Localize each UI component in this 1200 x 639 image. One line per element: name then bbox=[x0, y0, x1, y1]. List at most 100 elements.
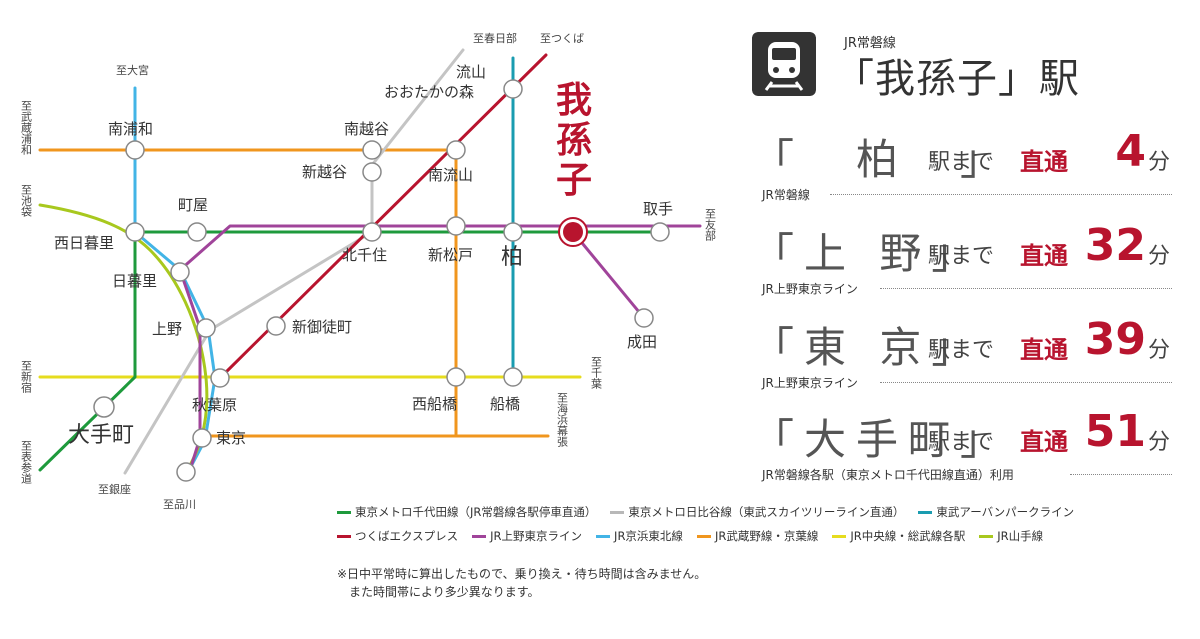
station-marker-toride bbox=[650, 222, 670, 242]
line-name: JR常磐線 bbox=[844, 36, 896, 51]
station-marker-shinkoshigaya bbox=[362, 162, 382, 182]
route-unit: 分 bbox=[1148, 150, 1171, 175]
route-to: 駅まで bbox=[928, 338, 995, 363]
route-divider bbox=[1070, 474, 1172, 475]
dest-kasukabe: 至春日部 bbox=[473, 31, 517, 45]
label-narita: 成田 bbox=[627, 333, 657, 351]
station-marker-narita bbox=[634, 308, 654, 328]
footnote-line: また時間帯により多少異なります。 bbox=[337, 585, 540, 599]
route-direct: 直通 bbox=[1020, 428, 1068, 456]
label-toride: 取手 bbox=[643, 200, 673, 218]
route-otemachi: 「大手町」 駅まで 直通 51 分 JR常磐線各駅（東京メトロ千代田線直通）利用 bbox=[752, 406, 1172, 492]
station-marker-nishifunabashi bbox=[446, 367, 466, 387]
station-marker-otemachi bbox=[93, 396, 115, 418]
dest-ginza: 至銀座 bbox=[98, 482, 131, 496]
label-shinmatsudo: 新松戸 bbox=[428, 246, 473, 264]
legend-swatch bbox=[337, 534, 351, 538]
label-shinkoshigaya: 新越谷 bbox=[302, 163, 347, 181]
dest-tomobe: 至友部 bbox=[704, 208, 717, 241]
legend-swatch bbox=[472, 534, 487, 538]
line-legend: 東京メトロ千代田線（JR常磐線各駅停車直通） 東京メトロ日比谷線（東武スカイツリ… bbox=[337, 500, 1197, 548]
label-nagareyama-1: 流山 bbox=[456, 63, 486, 81]
legend-swatch bbox=[979, 534, 994, 538]
route-kashiwa: 「 柏 」 駅まで 直通 4 分 JR常磐線 bbox=[752, 126, 1172, 212]
dest-shinagawa: 至品川 bbox=[163, 498, 196, 511]
route-direct: 直通 bbox=[1020, 242, 1068, 270]
route-unit: 分 bbox=[1148, 244, 1171, 269]
station-marker-minamiurawa bbox=[125, 140, 145, 160]
legend-label: 東京メトロ日比谷線（東武スカイツリーライン直通） bbox=[628, 505, 905, 519]
abiko-label-1: 我 bbox=[556, 79, 592, 121]
route-minutes: 32 bbox=[1084, 220, 1146, 271]
station-marker-abiko-inner bbox=[563, 222, 583, 242]
station-marker-nippori bbox=[170, 262, 190, 282]
legend-item-keihin: JR京浜東北線 bbox=[596, 528, 683, 544]
legend-label: JR京浜東北線 bbox=[614, 529, 683, 543]
route-destination: 「上 野」 bbox=[752, 229, 984, 278]
route-to: 駅まで bbox=[928, 430, 995, 455]
label-tokyo: 東京 bbox=[216, 429, 246, 447]
route-to: 駅まで bbox=[928, 150, 995, 175]
route-unit: 分 bbox=[1148, 338, 1171, 363]
route-to: 駅まで bbox=[928, 244, 995, 269]
station-marker-minaminagareyama bbox=[446, 140, 466, 160]
label-kitasenju: 北千住 bbox=[342, 246, 387, 264]
travel-time-panel: JR常磐線 「我孫子」駅 「 柏 」 駅まで 直通 4 分 JR常磐線 「上 野… bbox=[752, 30, 1172, 482]
line-ueno-tokyo-south bbox=[178, 268, 202, 472]
train-icon bbox=[752, 32, 816, 96]
label-nishinippori: 西日暮里 bbox=[54, 234, 114, 252]
legend-swatch bbox=[696, 534, 711, 538]
station-marker-nishinippori bbox=[125, 222, 145, 242]
route-destination: 「東 京」 bbox=[752, 323, 984, 372]
route-minutes: 51 bbox=[1084, 406, 1146, 457]
legend-item-ueno-tokyo: JR上野東京ライン bbox=[472, 528, 582, 544]
station-marker-shinmatsudo bbox=[446, 216, 466, 236]
station-name: 「我孫子」駅 bbox=[834, 56, 1080, 102]
label-minaminagareyama: 南流山 bbox=[428, 166, 473, 184]
legend-swatch bbox=[832, 534, 847, 538]
line-ueno-tokyo bbox=[178, 224, 702, 272]
legend-item-urban-park: 東武アーバンパークライン bbox=[918, 504, 1074, 520]
label-otemachi: 大手町 bbox=[68, 423, 134, 448]
dest-ikebukuro: 至池袋 bbox=[20, 184, 33, 217]
abiko-label-2: 孫 bbox=[556, 119, 592, 161]
dest-chiba: 至千葉 bbox=[590, 356, 603, 389]
label-ueno: 上野 bbox=[152, 320, 182, 338]
route-destination: 「大手町」 bbox=[752, 415, 1013, 464]
route-tokyo: 「東 京」 駅まで 直通 39 分 JR上野東京ライン bbox=[752, 314, 1172, 400]
route-minutes: 39 bbox=[1084, 314, 1146, 365]
label-kashiwa: 柏 bbox=[501, 245, 523, 270]
legend-item-tx: つくばエクスプレス bbox=[337, 528, 458, 544]
route-direct: 直通 bbox=[1020, 336, 1068, 364]
route-via: JR常磐線 bbox=[762, 188, 810, 202]
legend-label: JR上野東京ライン bbox=[490, 529, 583, 543]
legend-row: 東京メトロ千代田線（JR常磐線各駅停車直通） 東京メトロ日比谷線（東武スカイツリ… bbox=[337, 500, 1197, 524]
route-unit: 分 bbox=[1148, 430, 1171, 455]
station-marker-kashiwa bbox=[503, 222, 523, 242]
route-divider bbox=[830, 194, 1172, 195]
legend-item-musashino: JR武蔵野線・京葉線 bbox=[696, 528, 819, 544]
dest-omotesando: 至表参道 bbox=[20, 440, 33, 484]
label-machiya: 町屋 bbox=[178, 196, 208, 214]
label-minamikoshigaya: 南越谷 bbox=[344, 120, 389, 138]
route-ueno: 「上 野」 駅まで 直通 32 分 JR上野東京ライン bbox=[752, 220, 1172, 306]
legend-swatch bbox=[337, 510, 351, 514]
route-divider bbox=[880, 288, 1172, 289]
legend-row: つくばエクスプレス JR上野東京ライン JR京浜東北線 JR武蔵野線・京葉線 J… bbox=[337, 524, 1197, 548]
line-yamanote bbox=[38, 203, 209, 474]
footnote-line: ※日中平常時に算出したもので、乗り換え・待ち時間は含みません。 bbox=[337, 567, 707, 581]
legend-item-hibiya: 東京メトロ日比谷線（東武スカイツリーライン直通） bbox=[610, 504, 904, 520]
legend-label: JR武蔵野線・京葉線 bbox=[714, 529, 819, 543]
station-marker-akihabara bbox=[210, 368, 230, 388]
line-narita-branch bbox=[571, 230, 646, 320]
line-chiyoda-south bbox=[38, 230, 137, 472]
route-via: JR上野東京ライン bbox=[762, 376, 858, 390]
station-marker-funabashi bbox=[503, 367, 523, 387]
label-akihabara: 秋葉原 bbox=[192, 396, 237, 414]
legend-label: JR中央線・総武線各駅 bbox=[850, 529, 966, 543]
legend-label: 東武アーバンパークライン bbox=[936, 505, 1075, 519]
label-nishifunabashi: 西船橋 bbox=[412, 395, 457, 413]
route-minutes: 4 bbox=[1115, 126, 1146, 177]
abiko-label-3: 子 bbox=[556, 159, 592, 201]
station-marker-shinagawa bbox=[176, 462, 196, 482]
